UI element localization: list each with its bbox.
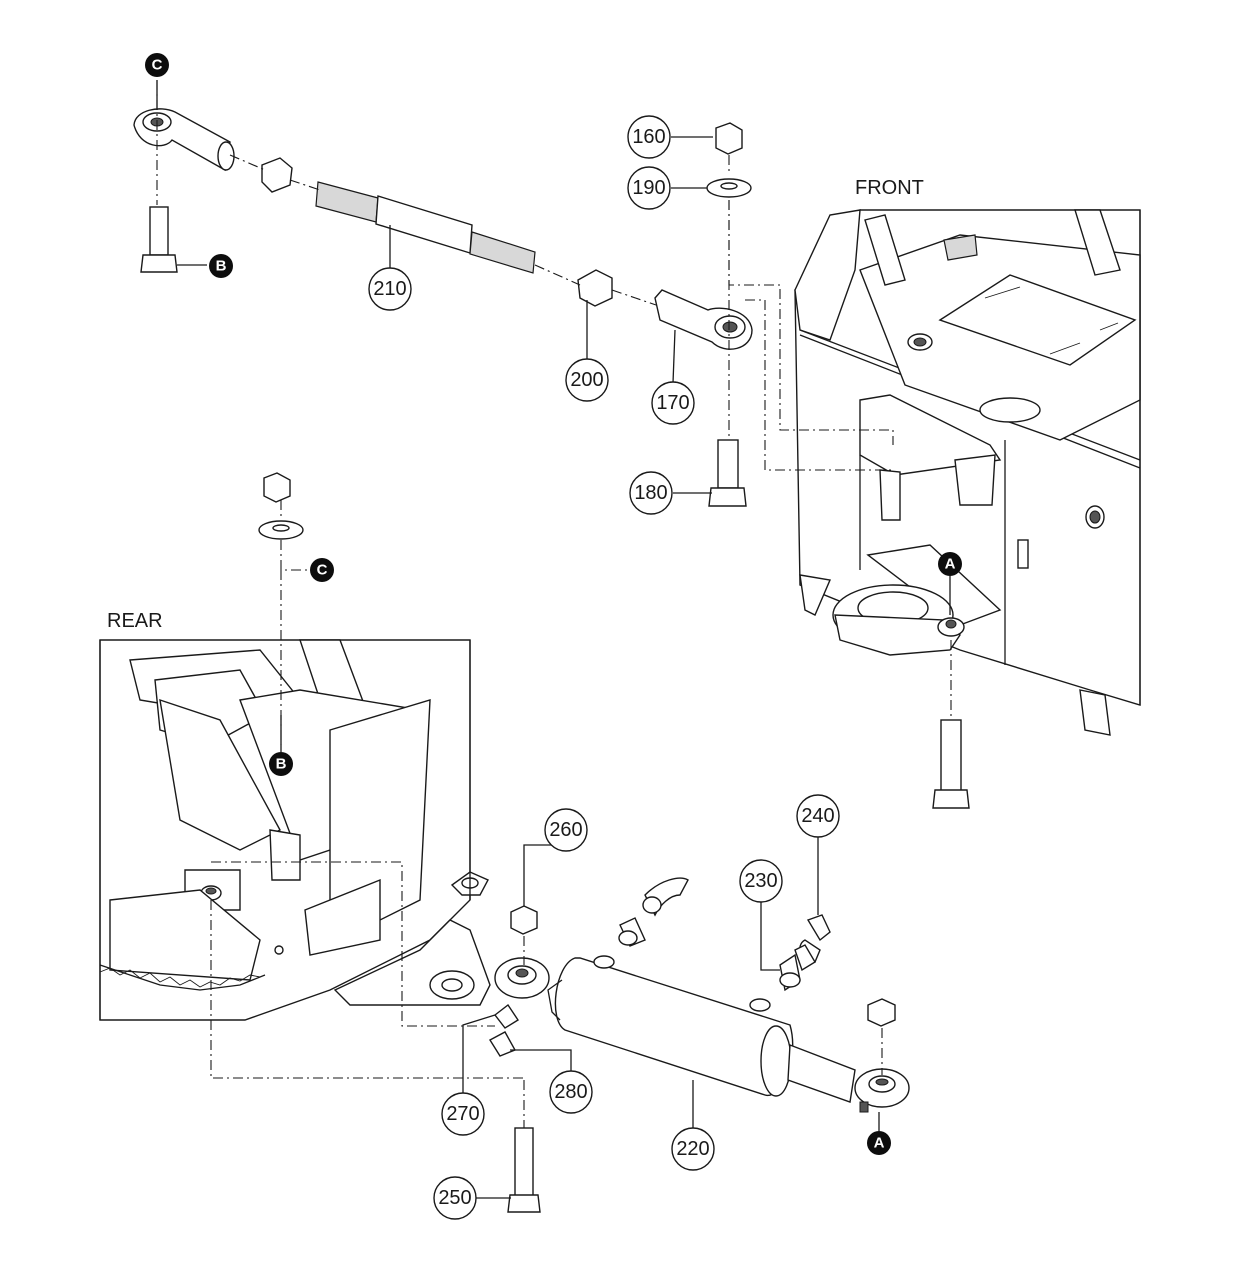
callout-180: 180 xyxy=(629,471,673,515)
tag-c-top: C xyxy=(145,53,169,77)
cylinder-assembly xyxy=(210,861,910,1213)
callout-200: 200 xyxy=(565,358,609,402)
upper-tie-rod-assembly xyxy=(133,80,894,507)
tag-c-mid: C xyxy=(310,558,334,582)
rear-view-label: REAR xyxy=(107,610,163,632)
callout-160-text: 160 xyxy=(632,126,665,148)
callout-280: 280 xyxy=(549,1070,593,1114)
callout-180-text: 180 xyxy=(634,482,667,504)
tag-a-cylinder: A xyxy=(867,1131,891,1155)
callout-210: 210 xyxy=(368,267,412,311)
tag-b-top-text: B xyxy=(216,258,227,275)
callout-230-text: 230 xyxy=(744,870,777,892)
callout-200-text: 200 xyxy=(570,369,603,391)
callout-220: 220 xyxy=(671,1127,715,1171)
callout-220-text: 220 xyxy=(676,1138,709,1160)
callout-190-text: 190 xyxy=(632,177,665,199)
tag-a-front: A xyxy=(938,552,962,576)
callout-240: 240 xyxy=(796,794,840,838)
callout-280-text: 280 xyxy=(554,1081,587,1103)
callout-170: 170 xyxy=(651,381,695,425)
middle-fasteners xyxy=(258,472,315,745)
front-frame-drawing xyxy=(794,209,1141,736)
callout-210-text: 210 xyxy=(373,278,406,300)
rear-frame-drawing xyxy=(99,639,491,1021)
tag-a-cylinder-text: A xyxy=(874,1135,885,1152)
leader-lines xyxy=(156,80,819,1199)
callout-250: 250 xyxy=(433,1176,477,1220)
callout-270-text: 270 xyxy=(446,1103,479,1125)
tag-c-mid-text: C xyxy=(317,562,328,579)
callout-230: 230 xyxy=(739,859,783,903)
tag-b-mid: B xyxy=(269,752,293,776)
callout-250-text: 250 xyxy=(438,1187,471,1209)
tag-b-mid-text: B xyxy=(276,756,287,773)
tag-a-front-text: A xyxy=(945,556,956,573)
callout-170-text: 170 xyxy=(656,392,689,414)
callout-270: 270 xyxy=(441,1092,485,1136)
front-view-label: FRONT xyxy=(855,177,924,199)
callout-160: 160 xyxy=(627,115,671,159)
tag-c-top-text: C xyxy=(152,57,163,74)
callout-190: 190 xyxy=(627,166,671,210)
callout-240-text: 240 xyxy=(801,805,834,827)
callout-260: 260 xyxy=(544,808,588,852)
front-bolt xyxy=(932,640,970,809)
tag-b-top: B xyxy=(209,254,233,278)
callout-260-text: 260 xyxy=(549,819,582,841)
